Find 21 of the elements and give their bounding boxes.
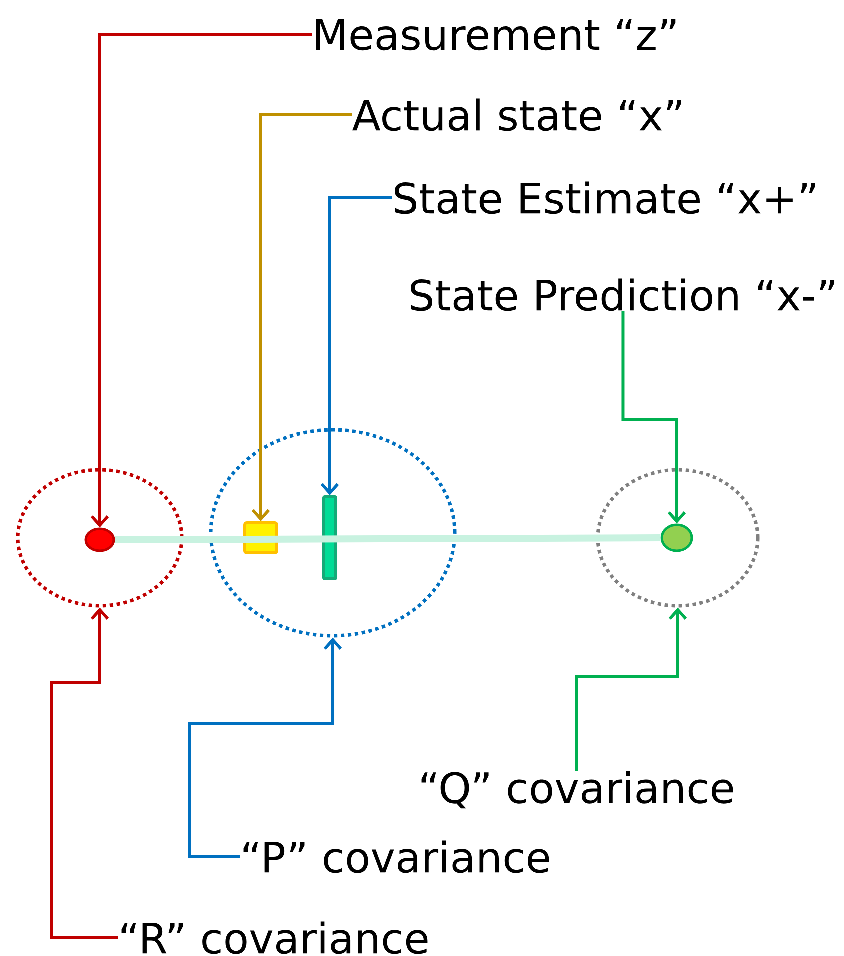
state-dot bbox=[84, 528, 116, 552]
leader-line bbox=[622, 311, 686, 524]
leader-line bbox=[252, 114, 352, 522]
leader-line bbox=[90, 34, 312, 528]
state-dot bbox=[660, 524, 694, 552]
leader-line bbox=[575, 608, 688, 772]
callout-label: State Estimate “x+” bbox=[394, 182, 816, 214]
callout-label: Actual state “x” bbox=[352, 98, 682, 132]
leader-line bbox=[50, 608, 118, 940]
leader-line bbox=[188, 638, 342, 858]
covariance-ellipse bbox=[16, 468, 184, 608]
covariance-ellipse bbox=[209, 428, 457, 638]
callout-label: “Q” covariance bbox=[422, 771, 734, 809]
leader-line bbox=[320, 196, 392, 496]
covariance-ellipse bbox=[596, 468, 760, 608]
estimate-bar bbox=[322, 496, 338, 580]
callout-label: “P” covariance bbox=[244, 840, 550, 874]
leader-line bbox=[115, 534, 661, 544]
callout-label: “R” covariance bbox=[122, 922, 428, 954]
callout-label: Measurement “z” bbox=[316, 19, 676, 51]
callout-label: State Prediction “x-” bbox=[410, 278, 835, 312]
